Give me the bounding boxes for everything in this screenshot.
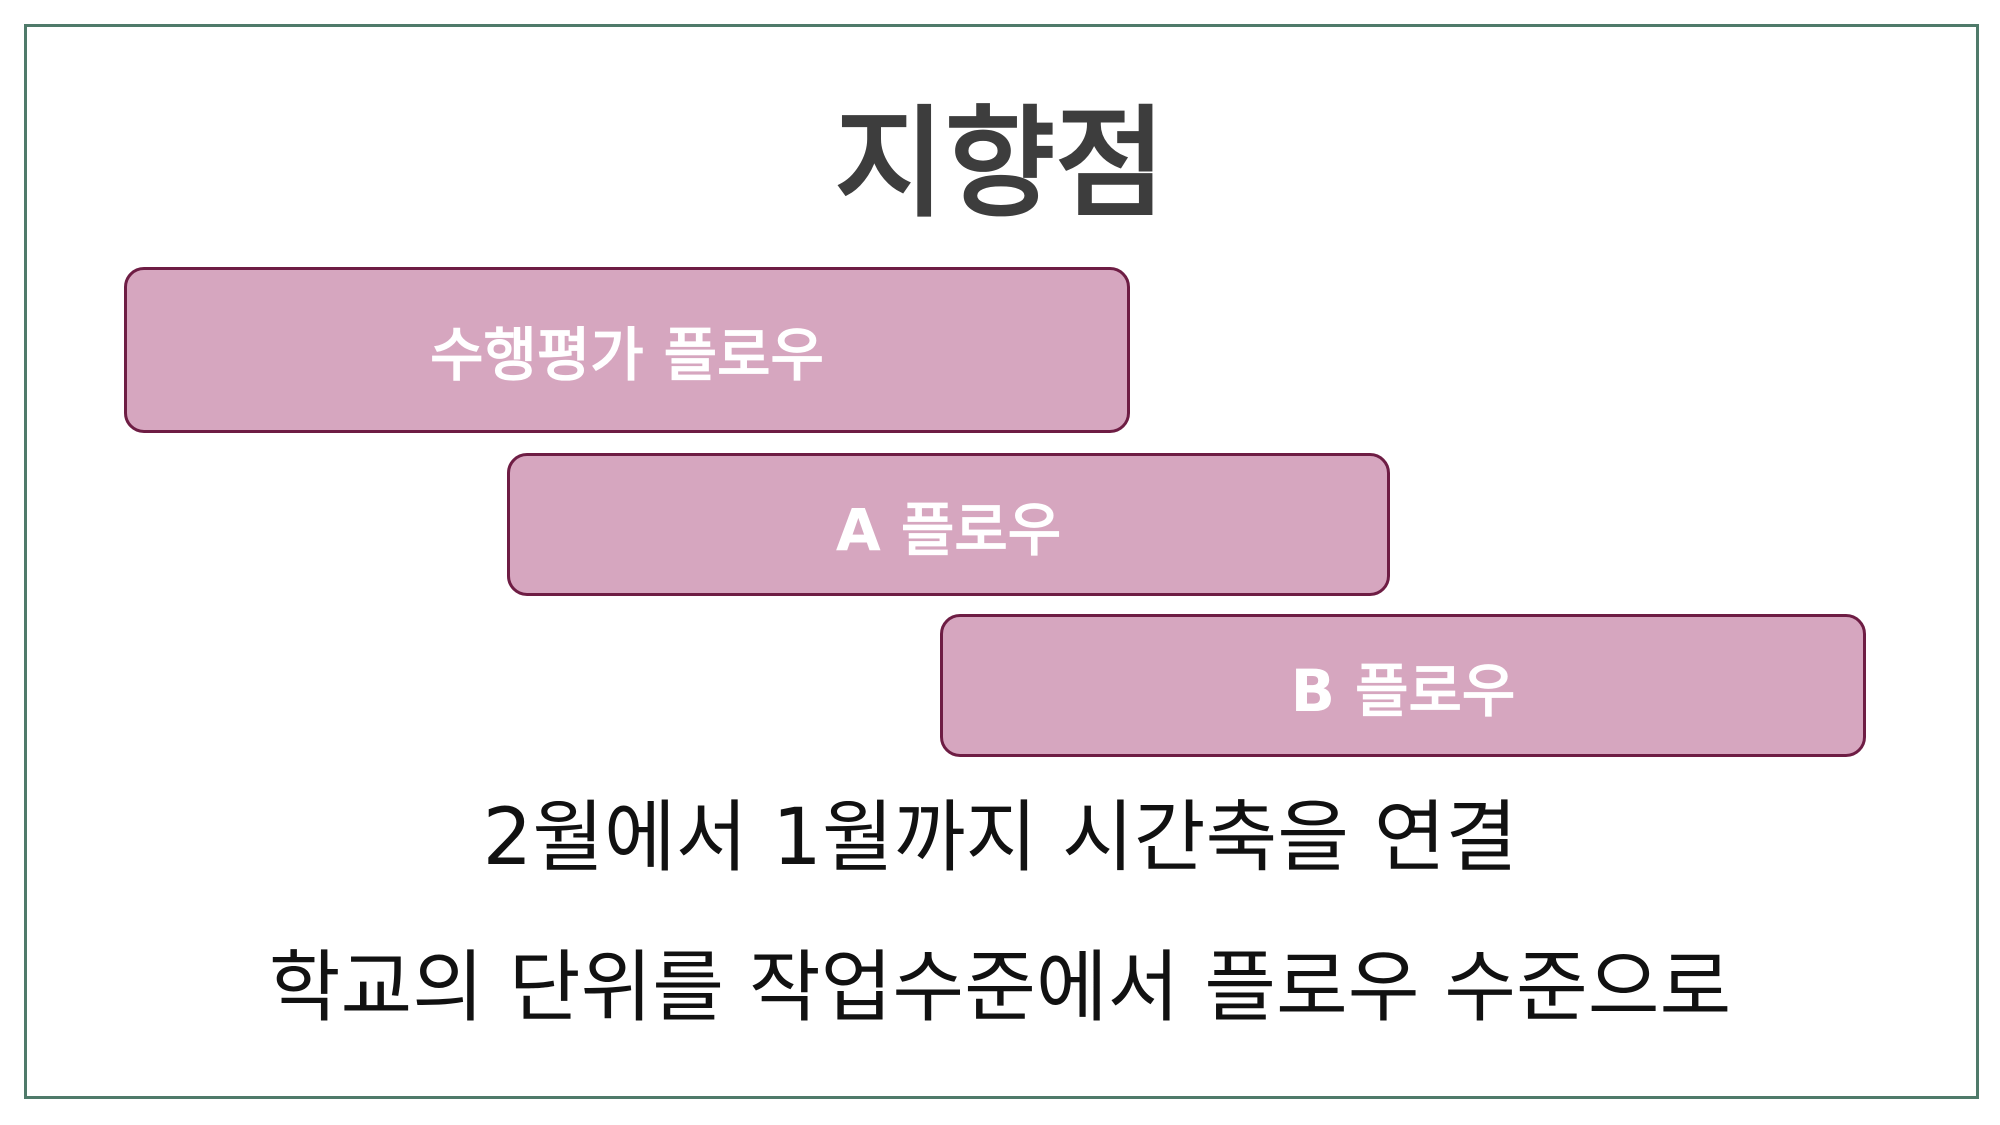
flow-bar-b: B 플로우 (940, 614, 1866, 757)
caption-timeline: 2월에서 1월까지 시간축을 연결 (482, 793, 1518, 883)
flow-bar-a: A 플로우 (507, 453, 1390, 596)
flow-bar-label: B 플로우 (1290, 656, 1516, 725)
slide-title: 지향점 (834, 95, 1166, 234)
caption-unit: 학교의 단위를 작업수준에서 플로우 수준으로 (268, 943, 1732, 1033)
flow-bar-label: A 플로우 (835, 495, 1062, 564)
flow-bar-label: 수행평가 플로우 (430, 321, 824, 389)
flow-bar-assessment: 수행평가 플로우 (124, 267, 1130, 433)
slide-frame (24, 24, 1979, 1099)
